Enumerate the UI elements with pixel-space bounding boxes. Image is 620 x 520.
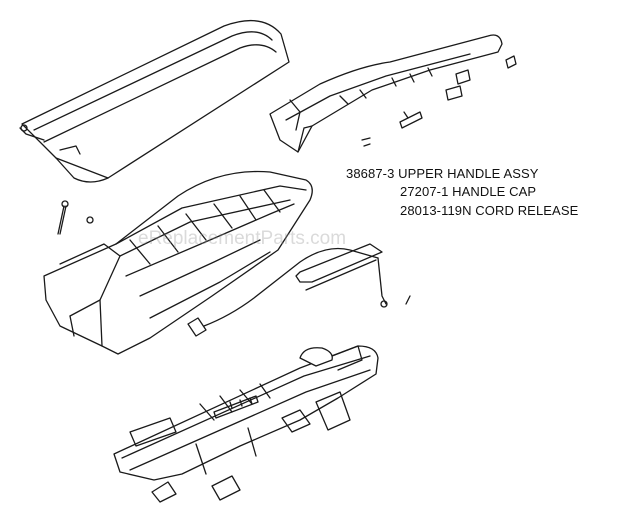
- screw-part: [57, 200, 94, 235]
- part-label-upper-handle-assy: 38687-3 UPPER HANDLE ASSY: [346, 166, 539, 181]
- upper-cover-part: [19, 20, 290, 183]
- watermark-text: eReplacementParts.com: [138, 228, 347, 249]
- small-hardware-part: [361, 69, 471, 147]
- part-label-cord-release: 28013-119N CORD RELEASE: [400, 203, 579, 218]
- upper-handle-part: [269, 34, 517, 153]
- cord-release-part: [187, 243, 388, 337]
- part-label-handle-cap: 27207-1 HANDLE CAP: [400, 184, 537, 199]
- handle-body-part: [43, 170, 313, 355]
- leader-lines: [405, 295, 411, 305]
- lower-chassis-part: [113, 345, 379, 503]
